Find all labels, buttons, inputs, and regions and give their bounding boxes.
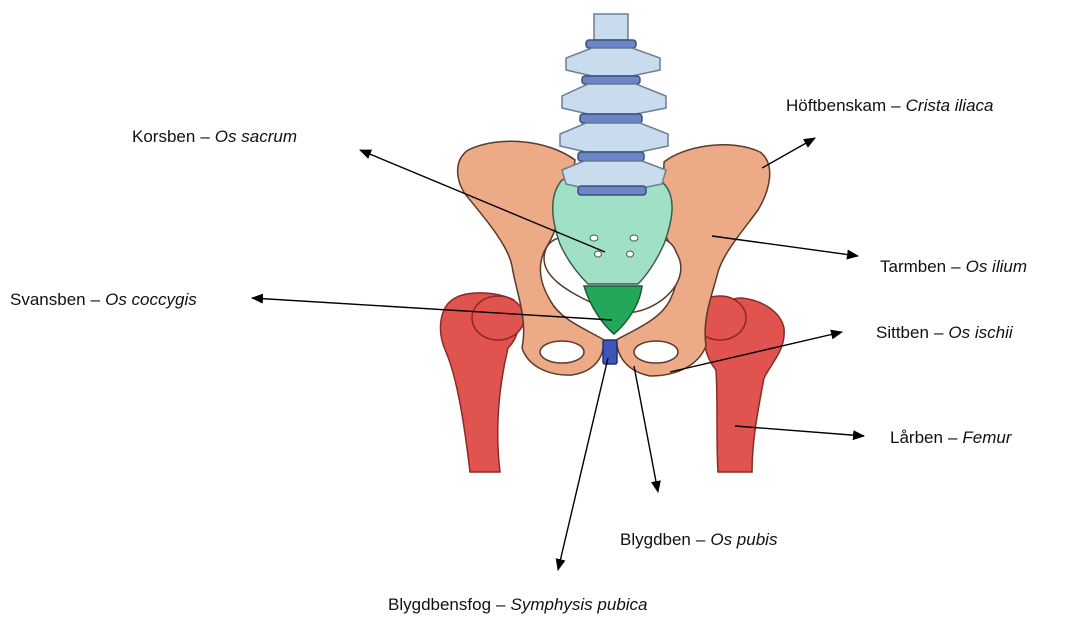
label-separator: – bbox=[691, 530, 710, 549]
label-separator: – bbox=[886, 96, 905, 115]
coccyx bbox=[584, 286, 642, 334]
label-latin: Symphysis pubica bbox=[511, 595, 648, 614]
label-separator: – bbox=[491, 595, 510, 614]
pubic-symphysis bbox=[603, 340, 617, 364]
label-swedish: Korsben bbox=[132, 127, 195, 146]
label-os-pubis: Blygdben–Os pubis bbox=[620, 530, 777, 550]
label-crista-iliaca: Höftbenskam–Crista iliaca bbox=[786, 96, 994, 116]
label-latin: Os sacrum bbox=[215, 127, 297, 146]
left-obturator-foramen bbox=[540, 341, 584, 363]
label-os-ilium: Tarmben–Os ilium bbox=[880, 257, 1027, 277]
arrow-symphysis-pubica bbox=[558, 358, 608, 570]
label-swedish: Lårben bbox=[890, 428, 943, 447]
arrow-crista-iliaca bbox=[762, 138, 815, 168]
label-latin: Os ischii bbox=[948, 323, 1012, 342]
label-swedish: Höftbenskam bbox=[786, 96, 886, 115]
arrow-os-coccygis bbox=[252, 298, 612, 320]
label-swedish: Blygdben bbox=[620, 530, 691, 549]
label-swedish: Tarmben bbox=[880, 257, 946, 276]
label-latin: Crista iliaca bbox=[906, 96, 994, 115]
label-separator: – bbox=[943, 428, 962, 447]
label-symphysis-pubica: Blygdbensfog–Symphysis pubica bbox=[388, 595, 648, 615]
lumbar-spine bbox=[560, 14, 668, 195]
arrow-os-ilium bbox=[712, 236, 858, 256]
label-separator: – bbox=[86, 290, 105, 309]
left-femur-head bbox=[472, 296, 524, 340]
label-os-coccygis: Svansben–Os coccygis bbox=[10, 290, 197, 310]
label-swedish: Sittben bbox=[876, 323, 929, 342]
label-femur: Lårben–Femur bbox=[890, 428, 1012, 448]
label-separator: – bbox=[946, 257, 965, 276]
arrow-os-pubis bbox=[634, 366, 658, 492]
label-separator: – bbox=[195, 127, 214, 146]
label-latin: Os pubis bbox=[710, 530, 777, 549]
label-os-sacrum: Korsben–Os sacrum bbox=[132, 127, 297, 147]
label-latin: Os coccygis bbox=[105, 290, 197, 309]
right-obturator-foramen bbox=[634, 341, 678, 363]
label-latin: Os ilium bbox=[966, 257, 1027, 276]
label-separator: – bbox=[929, 323, 948, 342]
label-swedish: Svansben bbox=[10, 290, 86, 309]
label-swedish: Blygdbensfog bbox=[388, 595, 491, 614]
label-latin: Femur bbox=[962, 428, 1011, 447]
label-os-ischii: Sittben–Os ischii bbox=[876, 323, 1013, 343]
